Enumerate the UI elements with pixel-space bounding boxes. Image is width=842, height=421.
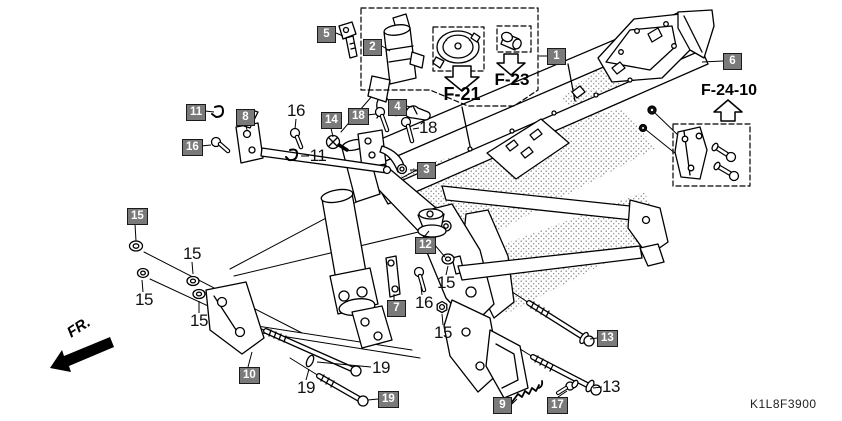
callout-text-18: 18 <box>419 118 437 137</box>
callout-box-7: 7 <box>387 300 406 317</box>
clip-drawings <box>211 105 299 162</box>
callout-text-19: 19 <box>297 378 315 397</box>
ref-arrows <box>444 53 743 122</box>
callout-box-18: 18 <box>348 108 369 125</box>
callout-box-17: 17 <box>547 397 568 414</box>
callout-text-15: 15 <box>190 311 208 330</box>
callout-box-15: 15 <box>127 208 148 225</box>
rear-stay-drawing <box>441 185 669 281</box>
callout-text-16: 16 <box>415 293 433 312</box>
link-stay-drawing <box>385 255 401 298</box>
screw-14-drawing <box>325 134 349 152</box>
callout-box-10: 10 <box>239 367 260 384</box>
f21-down-arrow-icon <box>444 65 480 92</box>
callout-text-15: 15 <box>437 273 455 292</box>
callout-text-16: 16 <box>287 101 305 120</box>
rubber-mount-drawing <box>417 208 447 238</box>
fr-arrow-icon <box>50 337 114 372</box>
front-engine-hanger-drawing <box>205 281 265 355</box>
ref-link-f24-10[interactable]: F-24-10 <box>700 82 758 99</box>
diagram-code: K1L8F3900 <box>750 397 817 411</box>
callout-box-12: 12 <box>415 237 436 254</box>
key-drawing <box>338 21 358 59</box>
ignition-switch-drawing <box>367 13 425 119</box>
ref-link-f21[interactable]: F-21 <box>443 84 481 104</box>
callout-text-15: 15 <box>135 290 153 309</box>
callout-text-15: 15 <box>183 244 201 263</box>
callout-box-1: 1 <box>547 48 566 65</box>
callout-box-13: 13 <box>597 330 618 347</box>
fuel-cap-drawing <box>432 30 481 69</box>
callout-box-5: 5 <box>317 26 336 43</box>
corner-bracket-drawing <box>674 126 740 182</box>
steering-stem-drawing <box>320 138 393 349</box>
callout-box-16: 16 <box>182 139 203 156</box>
headlight-stay-drawing <box>357 129 408 175</box>
callout-text-15: 15 <box>434 323 452 342</box>
callout-text-13: 13 <box>602 377 620 396</box>
callout-box-19: 19 <box>378 391 399 408</box>
f23-down-arrow-icon <box>496 53 526 76</box>
callout-box-6: 6 <box>723 53 742 70</box>
callout-box-14: 14 <box>321 112 342 129</box>
callout-text-11: 11 <box>309 146 327 165</box>
callout-box-3: 3 <box>417 162 436 179</box>
callout-box-8: 8 <box>236 109 255 126</box>
callout-box-9: 9 <box>493 397 512 414</box>
f2410-up-arrow-icon <box>713 99 743 122</box>
callout-box-4: 4 <box>388 99 407 116</box>
callout-box-2: 2 <box>363 39 382 56</box>
seat-lock-drawing <box>500 31 522 51</box>
ref-link-f23[interactable]: F-23 <box>494 70 530 89</box>
callout-text-19: 19 <box>372 358 390 377</box>
callout-box-11: 11 <box>186 104 207 121</box>
harness-stay-drawing <box>235 109 392 175</box>
